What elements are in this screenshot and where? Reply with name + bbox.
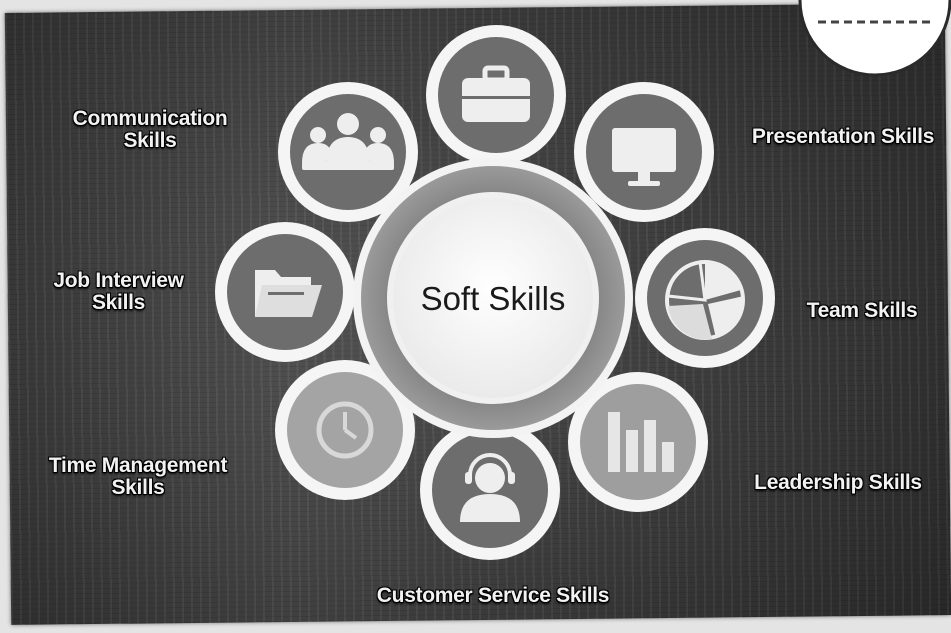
skill-node-communication [278, 82, 418, 222]
clock-icon [316, 401, 374, 459]
label-time-management: Time Management Skills [48, 454, 228, 499]
skill-node-work [426, 25, 566, 165]
skill-node-presentation [574, 82, 714, 222]
folder-icon [255, 270, 322, 317]
label-leadership: Leadership Skills [754, 471, 922, 494]
skill-node-customer-service [420, 420, 560, 560]
briefcase-icon [462, 65, 530, 122]
people-icon [302, 113, 394, 170]
skill-node-time-management [275, 360, 415, 500]
label-team: Team Skills [806, 299, 918, 322]
bar-chart-icon [608, 412, 674, 472]
label-customer-service: Customer Service Skills [376, 584, 610, 607]
monitor-icon [612, 128, 676, 186]
skill-node-leadership [568, 372, 708, 512]
label-communication: Communication Skills [72, 107, 228, 152]
corner-decoration [798, 0, 951, 77]
label-presentation: Presentation Skills [751, 125, 935, 148]
pie-chart-icon [665, 260, 745, 340]
skill-node-team [635, 228, 775, 368]
center-node: Soft Skills [353, 158, 633, 438]
label-job-interview: Job Interview Skills [53, 269, 184, 314]
headset-icon [460, 453, 520, 522]
center-label: Soft Skills [421, 280, 566, 317]
skill-node-job-interview [215, 222, 355, 362]
